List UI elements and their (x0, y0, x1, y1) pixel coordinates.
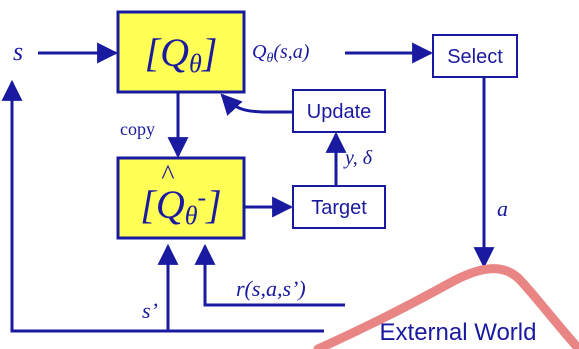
q-output-label: Qθ(s,a) (252, 41, 310, 66)
target-box (292, 185, 386, 229)
arrow-update-to-q (220, 93, 294, 116)
next-state-label: s’ (142, 298, 158, 323)
world-curve (313, 264, 579, 349)
update-box (292, 89, 386, 133)
q-target-label: [Qθ-] (140, 182, 222, 230)
q-target-box (116, 156, 246, 240)
arrow-reward (194, 243, 345, 307)
q-network-label: [Qθ] (145, 30, 218, 78)
state-label: s (13, 37, 23, 66)
update-label: Update (307, 101, 372, 123)
reward-label: r(s,a,s’) (236, 276, 306, 301)
select-box (432, 34, 518, 78)
action-label: a (497, 196, 508, 221)
arrow-loop-to-state (1, 79, 168, 333)
y-delta-label: y, δ (343, 147, 373, 169)
q-target-hat: ^ (161, 160, 174, 191)
copy-label: copy (120, 119, 155, 139)
select-label: Select (447, 46, 503, 68)
target-label: Target (311, 197, 367, 219)
world-label: External World (380, 319, 537, 346)
